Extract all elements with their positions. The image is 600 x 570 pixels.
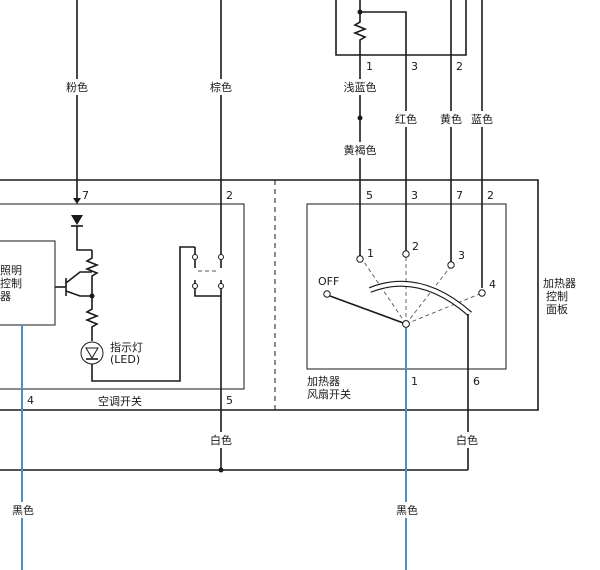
label-brown: 棕色 (210, 80, 232, 94)
fan-switch-label-2: 风扇开关 (307, 387, 351, 401)
fan-switch-box (306, 203, 507, 370)
label-red: 红色 (395, 112, 417, 126)
fan-radial-3 (405, 265, 452, 325)
fan-label-3: 3 (458, 249, 465, 262)
transistor-emitter (65, 290, 92, 297)
pin-number: 3 (411, 189, 418, 202)
ac-switch-terminal (192, 254, 198, 260)
top-resistor-wire (352, 0, 368, 55)
illumination-label-2: 控制 (0, 276, 22, 290)
pin-number: 4 (27, 394, 34, 407)
fan-switch-label-1: 加热器 (307, 375, 340, 388)
led-to-switch (91, 246, 195, 382)
fan-wiper-arm (329, 295, 407, 325)
resistor-upper (84, 250, 100, 296)
top-bridge-wire (360, 11, 407, 55)
label-pink: 粉色 (66, 80, 88, 94)
label-black-right: 黑色 (396, 503, 418, 517)
pin-number: 7 (456, 189, 463, 202)
ac-switch-terminal (218, 254, 224, 260)
indicator-label-1: 指示灯 (110, 340, 143, 354)
label-yellow-brown: 黄褐色 (344, 143, 377, 157)
transistor-collector (65, 271, 92, 284)
label-white-left: 白色 (210, 433, 232, 447)
pin-number: 2 (487, 189, 494, 202)
led-icon (80, 341, 104, 365)
pin-number: 2 (226, 189, 233, 202)
fan-terminal-1 (356, 255, 364, 263)
fan-label-4: 4 (489, 278, 496, 291)
illumination-label-3: 器 (0, 290, 11, 303)
ac-switch-terminal (218, 283, 224, 289)
fan-radial-1 (359, 255, 407, 325)
indicator-label-2: (LED) (110, 353, 140, 366)
fan-label-off: OFF (318, 275, 339, 288)
pin-number: 7 (82, 189, 89, 202)
fan-terminal-3 (447, 261, 455, 269)
ac-switch-contact-left-lower (194, 280, 221, 297)
fan-terminal-4 (478, 289, 486, 297)
top-connector-box (335, 0, 467, 56)
label-blue: 蓝色 (471, 112, 493, 126)
fan-arc-outer (368, 280, 472, 317)
pin-number: 5 (366, 189, 373, 202)
outer-panel-box (0, 179, 539, 411)
fan-label-1: 1 (367, 247, 374, 260)
label-yellow: 黄色 (440, 112, 462, 126)
pin-number: 1 (411, 375, 418, 388)
fan-pivot (402, 320, 410, 328)
ac-switch-box (0, 203, 245, 390)
pin-number: 5 (226, 394, 233, 407)
pin-number: 3 (411, 60, 418, 73)
illumination-label-1: 照明 (0, 264, 22, 277)
wire-pink-arrow (73, 198, 81, 204)
ac-switch-terminal (192, 283, 198, 289)
heater-panel-label-2: 控制 (546, 289, 568, 303)
fan-arc-inner (369, 282, 472, 316)
label-light-blue: 浅蓝色 (344, 80, 377, 94)
heater-panel-label-3: 面板 (546, 302, 568, 316)
diode-to-transistor (76, 226, 92, 251)
splice-dot (357, 115, 363, 121)
pin-number: 6 (473, 375, 480, 388)
fan-label-2: 2 (412, 240, 419, 253)
label-black-left: 黑色 (12, 503, 34, 517)
ac-switch-label: 空调开关 (98, 394, 142, 408)
resistor-lower (84, 296, 100, 341)
label-white-right: 白色 (456, 433, 478, 447)
fan-terminal-2 (402, 250, 410, 258)
pin-number: 2 (456, 60, 463, 73)
illumination-controller-box (0, 240, 56, 326)
pin-number: 1 (366, 60, 373, 73)
diode-icon (71, 215, 83, 225)
heater-panel-label-1: 加热器 (543, 277, 576, 290)
led-triangle (85, 347, 99, 359)
fan-terminal-off (323, 290, 331, 298)
